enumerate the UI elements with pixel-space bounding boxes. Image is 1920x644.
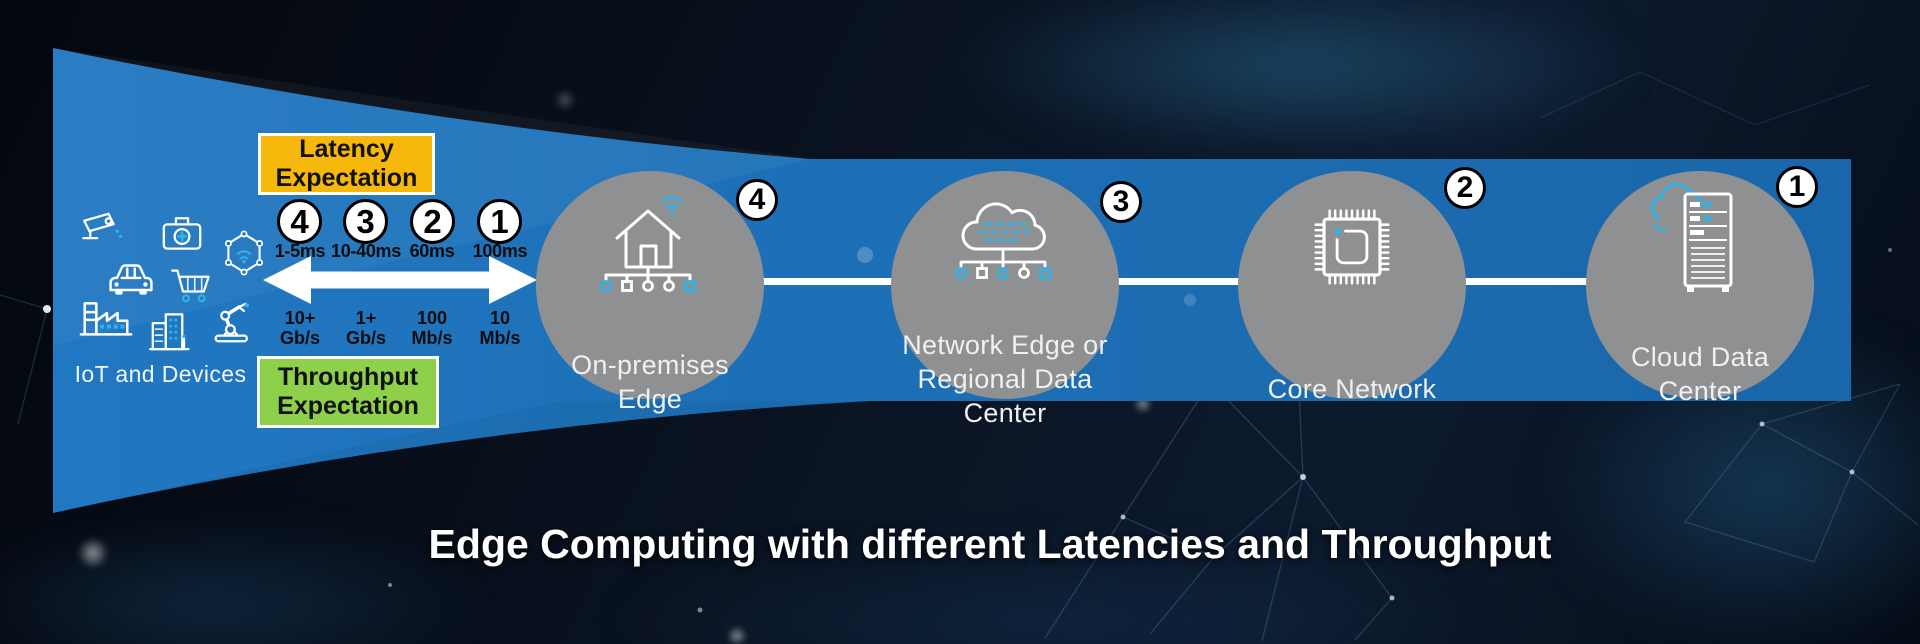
stage-connector [1117, 278, 1240, 285]
throughput-line: Mb/s [479, 328, 521, 348]
buildings-icon [149, 313, 190, 351]
house-network-icon [600, 196, 696, 292]
iot-sensor-icon [224, 230, 264, 276]
throughput-value: 100 Mb/s [387, 308, 477, 348]
stage-label-line: Regional Data [917, 364, 1093, 394]
robot-arm-icon [214, 302, 250, 343]
stage-circle-core-network [1238, 171, 1466, 399]
throughput-line: 1+ [355, 308, 377, 328]
server-cloud-icon [1650, 182, 1733, 292]
rank-number: 1 [1788, 170, 1806, 203]
latency-expectation-box: Latency Expectation [258, 133, 435, 195]
stage-rank-badge: 2 [1444, 167, 1486, 209]
rank-number: 3 [1112, 185, 1130, 218]
page-title: Edge Computing with different Latencies … [428, 521, 1552, 567]
stage-label-line: Cloud Data [1630, 342, 1770, 372]
latency-rank-badge: 1 [477, 199, 522, 244]
chip-icon [1314, 209, 1390, 285]
latency-throughput-arrow [263, 256, 537, 304]
stage-label-line: Core Network [1267, 374, 1437, 404]
factory-icon [79, 302, 133, 336]
shopping-cart-icon [171, 269, 210, 303]
throughput-line: Gb/s [345, 328, 386, 348]
throughput-value: 10+ Gb/s [255, 308, 345, 348]
stage-label-line: Network Edge or [902, 330, 1108, 360]
rank-number: 4 [290, 202, 309, 240]
cctv-camera-icon [82, 212, 123, 240]
throughput-expectation-box: Throughput Expectation [257, 356, 439, 428]
latency-value: 100ms [472, 241, 528, 261]
throughput-box-line: Expectation [277, 392, 419, 420]
latency-value: 60ms [409, 241, 455, 261]
latency-rank-badge: 4 [277, 199, 322, 244]
stage-label-line: Edge [617, 384, 683, 414]
cloud-network-icon [955, 202, 1051, 279]
latency-value: 10-40ms [331, 241, 401, 261]
throughput-line: 10 [489, 308, 511, 328]
throughput-value: 10 Mb/s [455, 308, 545, 348]
latency-value: 1-5ms [274, 241, 326, 261]
stage-label-cloud-data-center: Cloud Data Center [1586, 340, 1814, 408]
latency-rank-badge: 3 [343, 199, 388, 244]
stage-label-network-edge: Network Edge or Regional Data Center [891, 328, 1119, 430]
stage-label-line: Center [963, 398, 1047, 428]
throughput-value: 1+ Gb/s [321, 308, 411, 348]
latency-rank-badge: 2 [410, 199, 455, 244]
rank-number: 3 [356, 202, 375, 240]
first-aid-kit-icon [162, 217, 202, 250]
car-icon [109, 264, 153, 295]
rank-number: 4 [748, 183, 766, 216]
stage-label-core-network: Core Network [1238, 372, 1466, 406]
throughput-line: Gb/s [279, 328, 320, 348]
throughput-box-line: Throughput [277, 363, 419, 391]
rank-number: 2 [423, 202, 442, 240]
stage-connector [1464, 278, 1588, 285]
rank-number: 2 [1456, 171, 1474, 204]
stage-rank-badge: 3 [1100, 181, 1142, 223]
latency-box-line: Expectation [275, 164, 418, 192]
throughput-line: 100 [416, 308, 448, 328]
stage-connector [762, 278, 893, 285]
iot-devices-label: IoT and Devices [74, 361, 247, 387]
stage-circle-on-premises-edge [536, 171, 764, 399]
throughput-line: Mb/s [411, 328, 453, 348]
stage-rank-badge: 4 [736, 179, 778, 221]
latency-box-line: Latency [299, 135, 394, 163]
stage-label-line: Center [1658, 376, 1742, 406]
stage-label-line: On-premises [571, 350, 729, 380]
rank-number: 1 [490, 202, 509, 240]
stage-circle-network-edge [891, 171, 1119, 399]
stage-label-on-premises-edge: On-premises Edge [536, 348, 764, 416]
throughput-line: 10+ [284, 308, 316, 328]
stage-rank-badge: 1 [1776, 166, 1818, 208]
